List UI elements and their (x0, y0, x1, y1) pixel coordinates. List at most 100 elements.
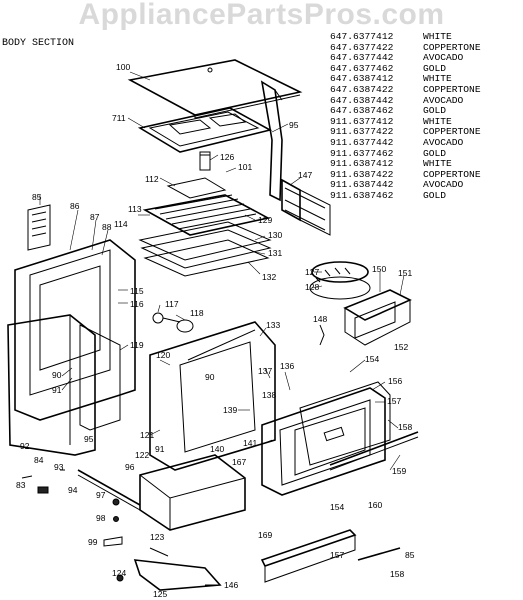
vent-plate[interactable] (27, 204, 51, 251)
leveling-leg[interactable] (21, 469, 65, 494)
leader-lines (39, 71, 405, 471)
oven-window-assembly[interactable] (343, 289, 412, 346)
model-number: 647.6387462 (330, 105, 394, 117)
callout-85: 85 (32, 192, 42, 202)
callout-123: 123 (150, 532, 164, 542)
model-color: AVOCADO (423, 52, 464, 64)
model-number: 911.6387442 (330, 179, 394, 191)
callout-152: 152 (394, 342, 408, 352)
broiler-grid[interactable] (166, 177, 227, 199)
model-list-item: 647.6377412 WHITE (330, 31, 481, 43)
callout-87: 87 (90, 212, 100, 222)
callout-136: 136 (280, 361, 294, 371)
bottom-rail[interactable] (116, 547, 222, 591)
callout-157a: 157 (387, 396, 401, 406)
rod[interactable] (357, 547, 401, 561)
callout-101: 101 (238, 162, 252, 172)
model-list-item: 911.6387412 WHITE (330, 158, 481, 170)
callout-115: 115 (130, 286, 144, 296)
model-number: 647.6387442 (330, 94, 394, 106)
body-side-panel[interactable] (260, 80, 283, 202)
rack-supports[interactable] (138, 221, 272, 277)
callout-133: 133 (266, 320, 280, 330)
model-color: WHITE (423, 31, 452, 42)
callout-98: 98 (96, 513, 106, 523)
storage-drawer[interactable] (139, 454, 246, 531)
model-list-item: 647.6377442 AVOCADO (330, 52, 481, 64)
callout-139: 139 (223, 405, 237, 415)
model-color: GOLD (423, 105, 447, 117)
cooktop-frame[interactable] (137, 107, 273, 153)
callout-138: 138 (262, 390, 276, 400)
oven-rack[interactable] (142, 194, 271, 236)
callout-97: 97 (96, 490, 106, 500)
model-color: COPPERTONE (423, 83, 481, 95)
rear-panel[interactable] (79, 324, 121, 431)
model-color: COPPERTONE (423, 168, 481, 180)
callout-141: 141 (243, 438, 257, 448)
callout-160: 160 (368, 500, 382, 510)
model-number: 647.6387422 (330, 83, 394, 95)
callout-119: 119 (130, 340, 144, 350)
watermark: AppliancePartsPros.com (78, 0, 445, 31)
callout-96: 96 (125, 462, 135, 472)
model-color: GOLD (423, 147, 447, 159)
callout-146: 146 (224, 580, 238, 590)
callout-137: 137 (258, 366, 272, 376)
callout-86: 86 (70, 201, 80, 211)
model-color: AVOCADO (423, 136, 464, 148)
model-number: 911.6377412 (330, 115, 394, 127)
oven-door-liner[interactable] (149, 321, 276, 471)
callout-95: 95 (289, 120, 299, 130)
callout-154a: 154 (365, 354, 379, 364)
door-handle[interactable] (329, 431, 419, 471)
callout-147: 147 (298, 170, 312, 180)
screws[interactable] (103, 498, 123, 547)
model-color: WHITE (423, 158, 452, 170)
broiler-pan-insert[interactable] (281, 178, 331, 236)
callout-154b: 154 (330, 502, 344, 512)
model-color: AVOCADO (423, 94, 464, 106)
callout-84: 84 (34, 455, 44, 465)
oven-door-outer[interactable] (261, 387, 386, 496)
model-color: GOLD (423, 189, 447, 201)
oven-light-socket[interactable] (152, 312, 194, 333)
callout-labels: 100 711 95 126 101 112 147 85 86 87 88 1… (16, 62, 415, 599)
callout-91b: 91 (155, 444, 165, 454)
callout-92: 92 (20, 441, 30, 451)
broiler-pan[interactable] (309, 261, 371, 300)
callout-124: 124 (112, 568, 126, 578)
oven-body-cabinet[interactable] (14, 239, 136, 421)
oven-door-glass[interactable] (299, 381, 391, 466)
model-number: 647.6377442 (330, 52, 394, 64)
callout-167: 167 (232, 457, 246, 467)
element-receptacle[interactable] (199, 151, 211, 171)
drawer-slide[interactable] (77, 469, 141, 511)
callout-130: 130 (268, 230, 282, 240)
callout-131: 131 (268, 248, 282, 258)
callout-129: 129 (258, 215, 272, 225)
callout-112: 112 (145, 174, 159, 184)
callout-85b: 85 (405, 550, 415, 560)
callout-140: 140 (210, 444, 224, 454)
callout-159: 159 (392, 466, 406, 476)
model-number: 647.6377412 (330, 31, 394, 42)
callout-127: 127 (305, 267, 319, 277)
kick-panel[interactable] (260, 529, 357, 583)
model-number: 911.6387412 (330, 158, 394, 170)
latch-spring[interactable] (319, 324, 325, 346)
callout-158a: 158 (398, 422, 412, 432)
callout-113: 113 (128, 204, 142, 214)
section-title: BODY SECTION (2, 38, 75, 49)
callout-95b: 95 (84, 434, 94, 444)
